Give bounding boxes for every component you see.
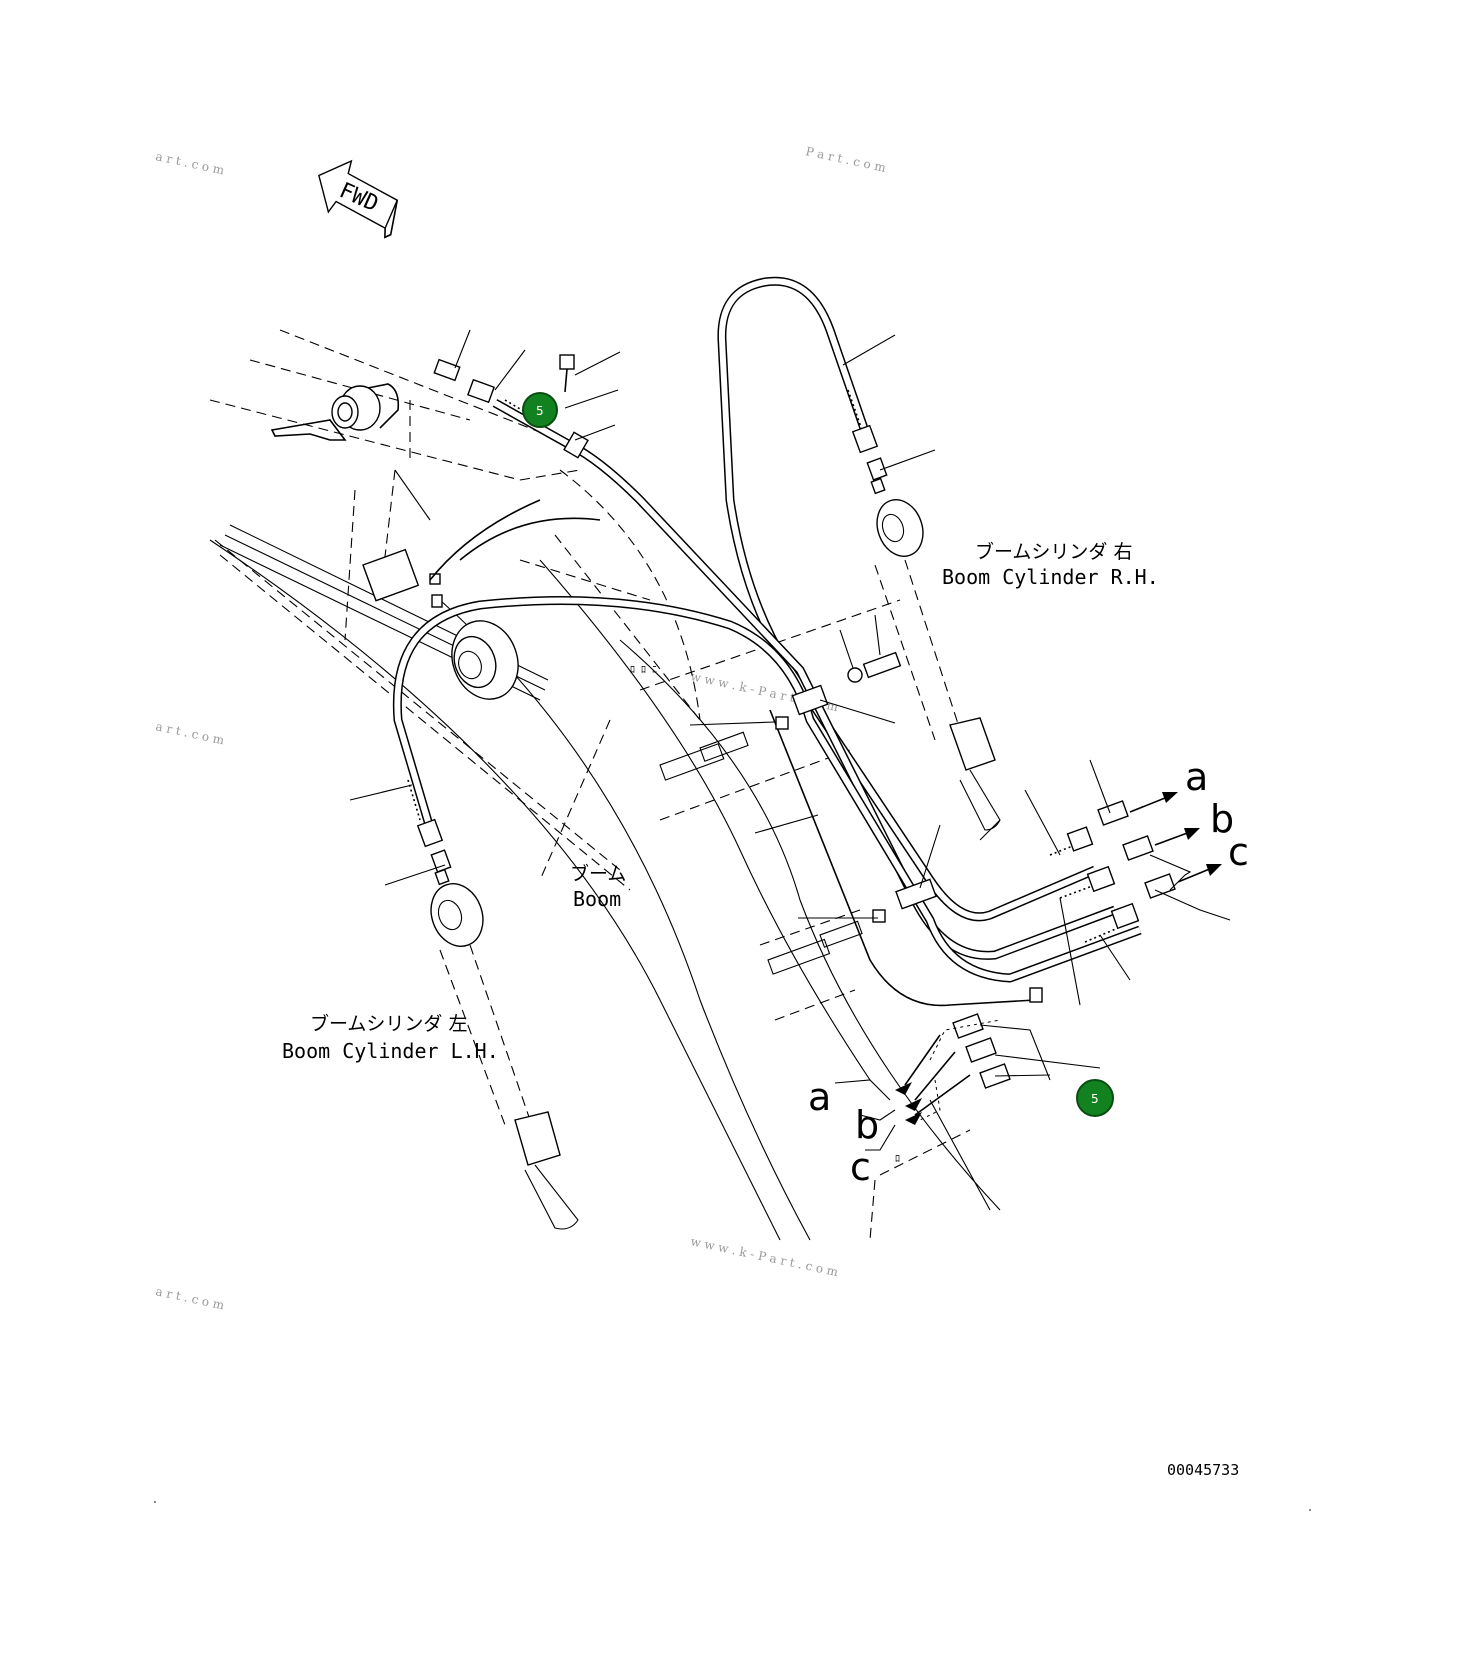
connection-b-label-left: b — [855, 1103, 879, 1147]
connection-arrows-left — [834, 1019, 1001, 1151]
boom-foot-bracket — [270, 383, 443, 608]
connection-c-label-right: c — [1228, 830, 1249, 874]
fittings — [416, 354, 1176, 1089]
watermark: P a r t . c o m — [804, 144, 887, 175]
boom-cylinder-rh — [874, 499, 1001, 841]
watermark: a r t . c o m — [154, 719, 226, 747]
svg-text:ﾛ ﾛ ﾆ: ﾛ ﾛ ﾆ — [630, 665, 657, 676]
watermark: a r t . c o m — [154, 149, 226, 177]
boom-cylinder-lh-label-en: Boom Cylinder L.H. — [282, 1039, 499, 1063]
connection-a-label-right: a — [1185, 755, 1208, 799]
drawing-number: 00045733 — [1167, 1461, 1239, 1479]
connection-arrows-right — [1129, 792, 1222, 883]
watermark: a r t . c o m — [154, 1284, 226, 1312]
connection-c-label-left: c — [850, 1145, 871, 1189]
watermark: w w w . k - P a r t . c o m — [689, 1234, 840, 1279]
boom-label-jp: ブーム — [570, 862, 626, 885]
boom-label-en: Boom — [573, 887, 621, 911]
boom-cylinder-rh-label-jp: ブームシリンダ 右 — [975, 540, 1132, 563]
leader-lines — [349, 329, 1231, 1081]
callout-number: 5 — [536, 404, 544, 418]
hydraulic-hoses — [392, 276, 1142, 1007]
boom-structure: ﾛ ﾛ ﾆ ﾛ — [209, 329, 1001, 1241]
boom-pin-boss — [451, 620, 519, 700]
callout-5-bottom[interactable]: 5 — [1076, 1079, 1114, 1117]
connection-b-label-right: b — [1210, 797, 1234, 841]
boom-cylinder-rh-label-en: Boom Cylinder R.H. — [942, 565, 1159, 589]
fwd-arrow-icon: FWD — [318, 159, 399, 239]
callout-5-top[interactable]: 5 — [522, 392, 558, 428]
connection-a-label-left: a — [808, 1075, 831, 1119]
boom-cylinder-lh — [430, 883, 579, 1230]
svg-text:ﾛ: ﾛ — [895, 1154, 900, 1165]
callout-number: 5 — [1091, 1092, 1099, 1106]
boom-cylinder-lh-label-jp: ブームシリンダ 左 — [310, 1012, 467, 1035]
